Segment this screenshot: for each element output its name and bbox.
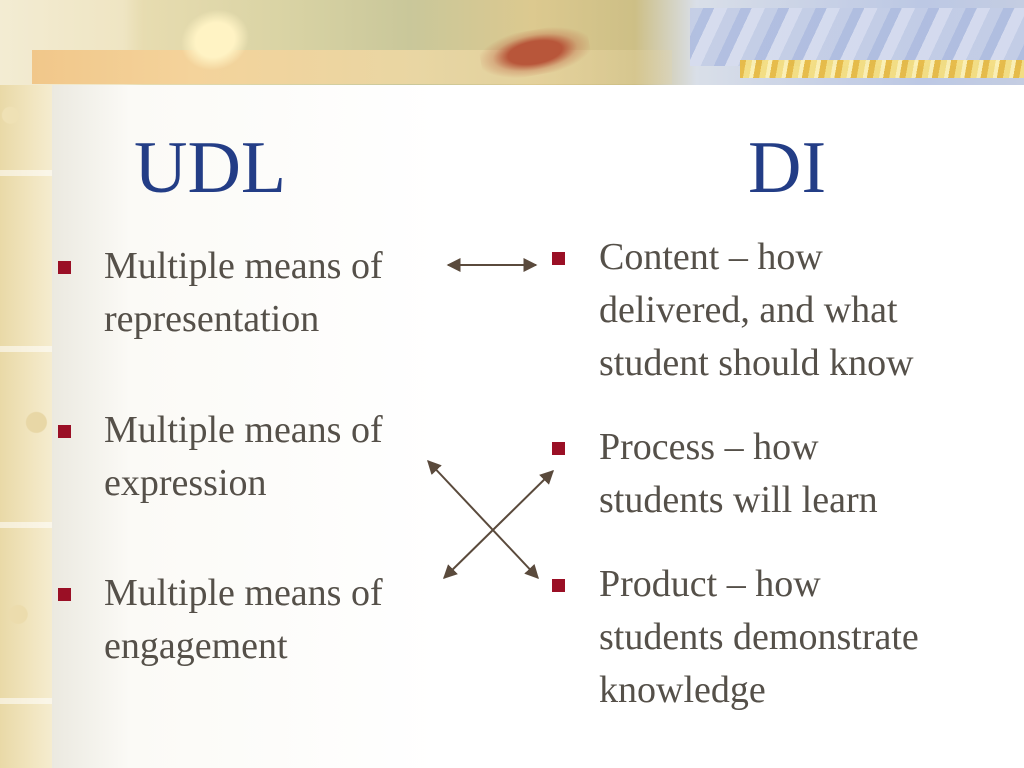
di-item-line: Product – how (599, 563, 821, 605)
slide-panel (52, 85, 1024, 768)
udl-item-expression: Multiple means of expression (104, 404, 383, 510)
di-item-line: delivered, and what (599, 289, 898, 331)
di-item-line: student should know (599, 342, 914, 384)
udl-item-engagement: Multiple means of engagement (104, 567, 383, 673)
decorative-left-strip (0, 0, 52, 768)
di-item-line: students will learn (599, 479, 878, 521)
di-item-content: Content – how delivered, and what studen… (599, 231, 914, 390)
heading-di: DI (748, 127, 827, 209)
udl-item-line: Multiple means of (104, 245, 383, 287)
udl-item-line: engagement (104, 625, 288, 667)
di-item-line: Process – how (599, 426, 819, 468)
udl-item-line: Multiple means of (104, 572, 383, 614)
bullet-icon (58, 588, 71, 601)
udl-item-line: expression (104, 462, 267, 504)
di-item-product: Product – how students demonstrate knowl… (599, 558, 919, 717)
bullet-icon (58, 425, 71, 438)
bullet-icon (552, 252, 565, 265)
bullet-icon (58, 261, 71, 274)
di-item-line: knowledge (599, 669, 766, 711)
decorative-blue-texture (690, 8, 1024, 66)
udl-item-representation: Multiple means of representation (104, 240, 383, 346)
di-item-process: Process – how students will learn (599, 421, 878, 527)
di-item-line: students demonstrate (599, 616, 919, 658)
udl-item-line: Multiple means of (104, 409, 383, 451)
di-item-line: Content – how (599, 236, 823, 278)
bullet-icon (552, 579, 565, 592)
decorative-gold-texture (740, 60, 1024, 78)
heading-udl: UDL (134, 127, 287, 209)
udl-item-line: representation (104, 298, 320, 340)
bullet-icon (552, 442, 565, 455)
